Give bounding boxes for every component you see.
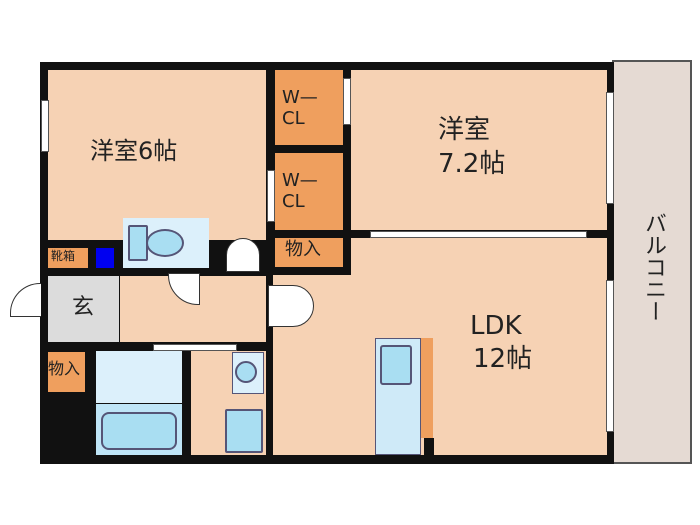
sliding-door-room-7-2[interactable] bbox=[370, 231, 587, 238]
storage-closet-1 bbox=[275, 238, 343, 267]
window-ldk bbox=[606, 280, 614, 432]
sliding-door-bath[interactable] bbox=[153, 344, 237, 351]
walk-in-closet-1 bbox=[275, 70, 343, 145]
wcl-1-door[interactable] bbox=[343, 78, 351, 125]
window-room-7-2 bbox=[606, 92, 614, 204]
ldk bbox=[273, 275, 607, 455]
washbasin-icon bbox=[235, 361, 257, 383]
balcony: バルコニー bbox=[612, 60, 692, 464]
western-room-7-2-size: 7.2帖 bbox=[438, 149, 506, 179]
shoe-box-label: 靴箱 bbox=[51, 249, 76, 263]
window-room-6 bbox=[41, 100, 49, 152]
western-room-6-label: 洋室6帖 bbox=[90, 137, 178, 165]
washing-machine-icon bbox=[225, 409, 263, 453]
washroom bbox=[96, 351, 182, 403]
entrance-door[interactable] bbox=[10, 283, 41, 317]
ldk-door[interactable] bbox=[268, 285, 314, 327]
ldk-size: 12帖 bbox=[473, 344, 533, 374]
room-6-door[interactable] bbox=[226, 238, 260, 272]
entrance-label: 玄 bbox=[72, 295, 95, 320]
toilet-bowl-icon bbox=[146, 229, 184, 257]
western-room-7-2-name: 洋室 bbox=[438, 115, 491, 145]
balcony-label: バルコニー bbox=[641, 212, 666, 322]
wcl-1-label: W— CL bbox=[282, 87, 318, 129]
western-room-6 bbox=[48, 70, 266, 240]
storage-1-label: 物入 bbox=[285, 239, 321, 260]
entrance bbox=[48, 276, 119, 342]
kitchen-cabinet bbox=[421, 338, 433, 438]
storage-2-label: 物入 bbox=[48, 359, 81, 378]
ldk-name: LDK bbox=[470, 311, 522, 341]
toilet-tank bbox=[128, 225, 148, 261]
wcl-2-door[interactable] bbox=[267, 170, 275, 222]
shoe-box bbox=[48, 248, 88, 268]
wcl-2-label: W— CL bbox=[282, 170, 318, 212]
storage-closet-2 bbox=[48, 352, 85, 392]
pipe-shaft bbox=[96, 248, 114, 268]
kitchen-column bbox=[424, 438, 434, 455]
kitchen-sink-icon bbox=[380, 345, 412, 385]
walk-in-closet-2 bbox=[275, 153, 343, 230]
western-room-7-2 bbox=[351, 70, 607, 230]
bathtub-icon bbox=[101, 412, 177, 450]
ldk-upper bbox=[351, 238, 607, 278]
